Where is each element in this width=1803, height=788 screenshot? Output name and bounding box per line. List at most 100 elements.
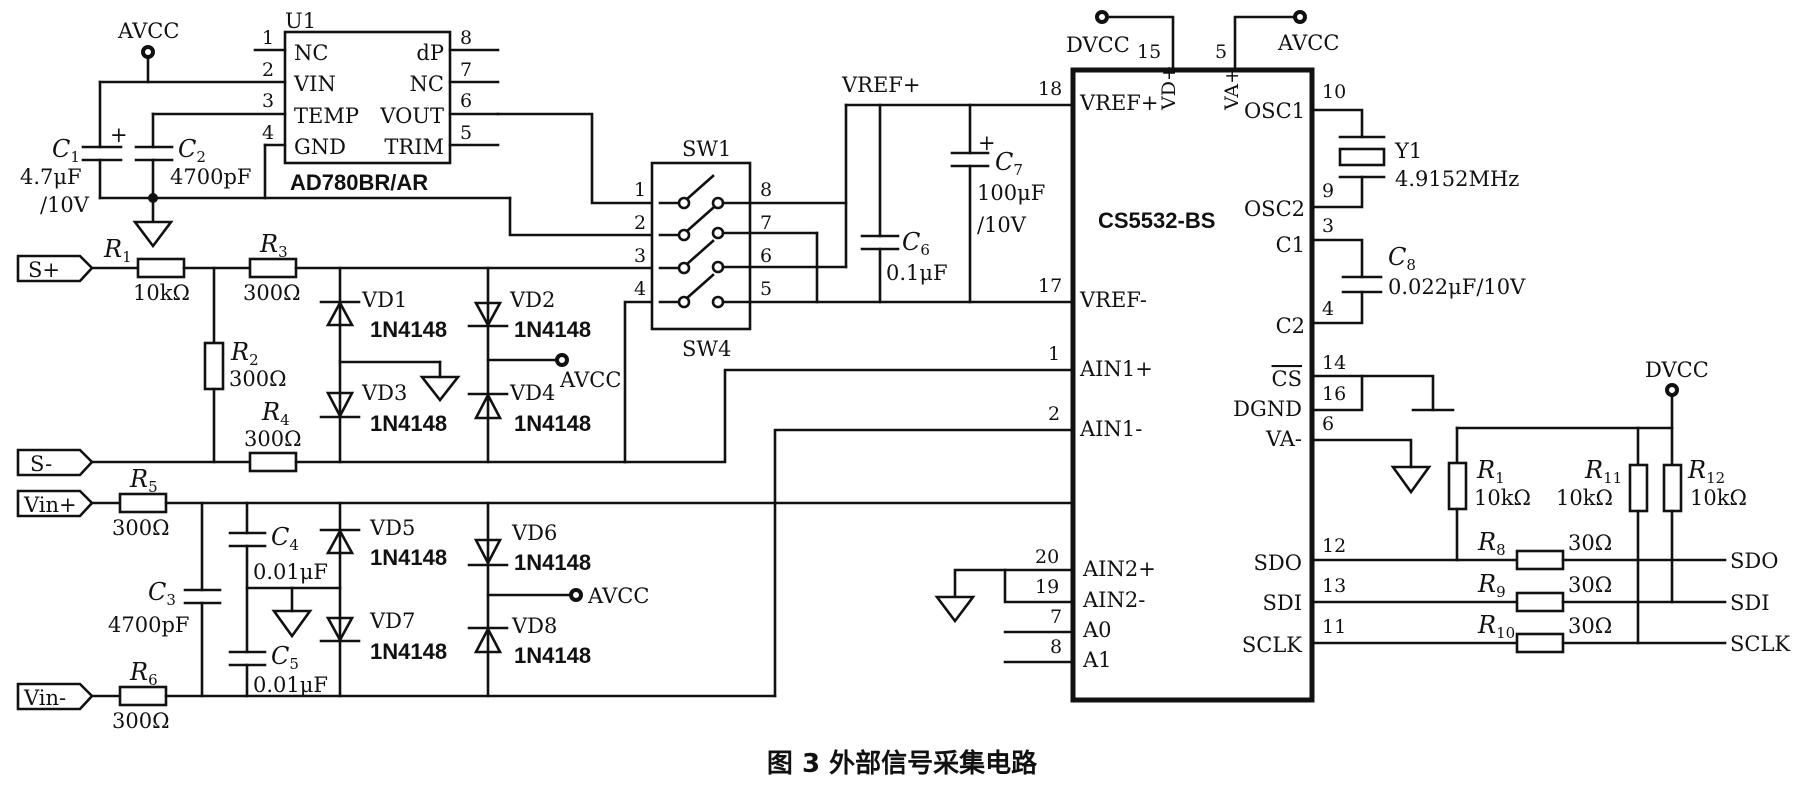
capacitor-c6: C6 0.1μF	[860, 103, 948, 304]
svg-text:OSC1: OSC1	[1244, 99, 1305, 123]
avcc-terminal	[555, 353, 569, 367]
c1-value: 4.7μF	[20, 165, 82, 189]
u1-pin-name: TRIM	[384, 135, 444, 159]
svg-text:VD5: VD5	[369, 516, 415, 540]
svg-text:VREF+: VREF+	[1079, 91, 1158, 115]
u1-pin-num: 5	[460, 122, 472, 144]
svg-text:5: 5	[1215, 41, 1227, 63]
dvcc-label: DVCC	[1066, 33, 1130, 57]
svg-text:S+: S+	[28, 258, 60, 282]
resistor-r10	[1515, 632, 1565, 654]
ground-icon	[132, 220, 174, 249]
u1-pin-name: GND	[294, 135, 346, 159]
ground-icon	[1390, 465, 1432, 495]
avcc-label: AVCC	[1277, 31, 1339, 55]
switch-ref-top: SW1	[682, 137, 731, 161]
diode-vd1: VD1 1N4148	[319, 288, 447, 342]
u1-pin-num: 4	[262, 122, 274, 144]
connector-s-minus[interactable]: S-	[16, 448, 94, 477]
resistor-r6	[118, 685, 168, 707]
junction-dot	[148, 193, 158, 203]
diode-vd7: VD7 1N4148	[319, 609, 447, 664]
svg-text:AIN2+: AIN2+	[1082, 557, 1156, 581]
svg-text:30Ω: 30Ω	[1568, 614, 1612, 638]
connector-s-plus[interactable]: S+	[16, 254, 94, 283]
svg-text:AIN1-: AIN1-	[1079, 417, 1142, 441]
svg-text:DGND: DGND	[1233, 397, 1302, 421]
c1-voltage: /10V	[40, 193, 90, 217]
ground-icon	[419, 375, 461, 403]
u1-pin-name: TEMP	[294, 104, 359, 128]
avcc-label: AVCC	[559, 368, 621, 392]
svg-text:AIN2-: AIN2-	[1082, 588, 1145, 612]
vref-plus-label: VREF+	[841, 73, 920, 97]
svg-text:R12: R12	[1687, 456, 1725, 487]
svg-text:4: 4	[1322, 298, 1334, 320]
capacitor-c2: C2 4700pF	[134, 112, 251, 222]
resistor-r1	[136, 257, 186, 279]
u1-pin-name: dP	[416, 41, 444, 65]
diode-vd3: VD3 1N4148	[319, 381, 447, 436]
u1-pin-num: 2	[262, 59, 274, 81]
u1-ref: U1	[285, 9, 316, 33]
svg-text:2: 2	[634, 212, 646, 234]
diode-vd2: VD2 1N4148	[467, 288, 591, 342]
c1-ref: C1	[52, 135, 80, 166]
svg-text:13: 13	[1322, 575, 1346, 597]
connector-vin-minus[interactable]: Vin-	[16, 682, 94, 711]
svg-text:1: 1	[1048, 343, 1060, 365]
svg-text:OSC2: OSC2	[1244, 197, 1305, 221]
c2-value: 4700pF	[170, 165, 251, 189]
svg-text:10kΩ: 10kΩ	[1474, 486, 1531, 510]
r3-ref: R3	[259, 230, 288, 261]
svg-text:17: 17	[1038, 275, 1062, 297]
sdi-label: SDI	[1730, 591, 1770, 615]
svg-text:VD4: VD4	[509, 381, 555, 405]
u1-pin-num: 6	[460, 90, 472, 112]
resistor-r8	[1515, 549, 1565, 571]
svg-text:1N4148: 1N4148	[370, 411, 447, 436]
avcc-terminal	[569, 588, 583, 602]
resistor-r1-pullup	[1447, 461, 1468, 511]
ground-icon	[271, 609, 313, 639]
svg-text:AIN1+: AIN1+	[1079, 357, 1153, 381]
svg-text:7: 7	[760, 212, 772, 234]
connector-vin-plus[interactable]: Vin+	[16, 489, 94, 518]
svg-text:1N4148: 1N4148	[370, 639, 447, 664]
resistor-r5	[118, 492, 168, 514]
svg-text:14: 14	[1322, 352, 1346, 374]
svg-text:C8: C8	[1388, 243, 1416, 274]
avcc-terminal-u1: AVCC	[117, 19, 179, 84]
svg-text:0.1μF: 0.1μF	[886, 261, 948, 285]
svg-text:S-: S-	[30, 452, 52, 476]
avcc-label: AVCC	[587, 584, 649, 608]
svg-text:18: 18	[1038, 78, 1062, 100]
dip-switch[interactable]: SW1 SW4 1 2 3 4 8 7 6 5	[634, 137, 772, 361]
svg-text:VD+: VD+	[1158, 65, 1180, 111]
r2-value: 300Ω	[229, 367, 287, 391]
svg-text:1N4148: 1N4148	[514, 643, 591, 668]
svg-text:8: 8	[1050, 636, 1062, 658]
svg-text:Y1: Y1	[1394, 139, 1422, 163]
svg-text:/10V: /10V	[977, 213, 1027, 237]
svg-text:0.022μF/10V: 0.022μF/10V	[1388, 275, 1526, 299]
svg-text:+: +	[978, 131, 996, 155]
svg-text:+: +	[110, 123, 128, 147]
svg-text:C2: C2	[1276, 314, 1305, 338]
ground-icon	[934, 595, 976, 624]
svg-text:30Ω: 30Ω	[1568, 573, 1612, 597]
svg-text:VD2: VD2	[509, 288, 555, 312]
diode-vd4: VD4 1N4148	[467, 381, 591, 436]
svg-text:VD3: VD3	[361, 381, 407, 405]
figure-caption: 图 3 外部信号采集电路	[767, 748, 1038, 779]
capacitor-c1: + C1 4.7μF /10V	[20, 80, 128, 217]
sdo-label: SDO	[1730, 549, 1778, 573]
r5-ref: R5	[129, 465, 158, 496]
r1-ref: R1	[103, 235, 132, 266]
svg-text:15: 15	[1137, 41, 1161, 63]
dvcc-terminal	[1665, 383, 1679, 397]
svg-text:1N4148: 1N4148	[514, 317, 591, 342]
svg-text:11: 11	[1322, 616, 1346, 638]
resistor-r11	[1628, 463, 1649, 513]
